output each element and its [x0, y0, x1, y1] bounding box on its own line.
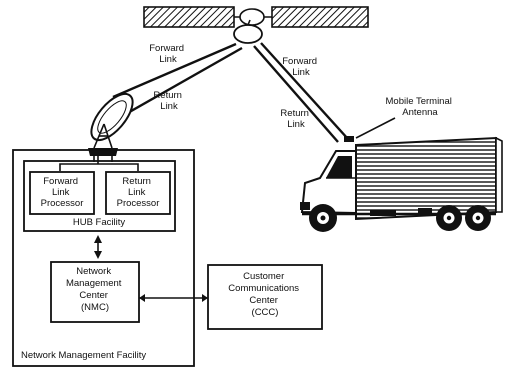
truck-icon	[300, 136, 503, 232]
return-link-processor-box	[105, 171, 171, 215]
satellite-body	[239, 8, 265, 26]
hub-nmc-connector	[94, 235, 102, 259]
nmc-ccc-connector	[139, 294, 208, 302]
ccc-box	[207, 264, 323, 330]
network-management-facility-label: Network Management Facility	[21, 350, 146, 361]
truck-satellite-links	[253, 42, 349, 143]
network-management-facility-box	[12, 149, 195, 367]
return-link-left-label: Return Link	[153, 90, 184, 112]
satellite-icon	[143, 6, 369, 44]
left-solar-panel	[143, 6, 235, 28]
hub-satellite-links	[112, 42, 243, 116]
forward-link-processor-box	[29, 171, 95, 215]
antenna-pointer-line	[355, 117, 396, 139]
return-link-right-label: Return Link	[280, 108, 311, 130]
forward-link-left-label: Forward Link	[149, 43, 186, 65]
nmc-box	[50, 261, 140, 323]
right-solar-panel	[271, 6, 369, 28]
forward-link-right-label: Forward Link	[282, 56, 319, 78]
return-link-processor-label: Return Link Processor	[117, 176, 160, 209]
ccc-label: Customer Communications Center (CCC)	[228, 271, 301, 318]
hub-facility-label: HUB Facility	[73, 217, 126, 228]
mobile-terminal-antenna-label: Mobile Terminal Antenna	[386, 96, 455, 118]
forward-link-processor-label: Forward Link Processor	[41, 176, 84, 209]
satellite-antenna-dish	[233, 24, 263, 44]
nmc-label: Network Management Center (NMC)	[66, 266, 124, 313]
hub-facility-box	[23, 160, 176, 232]
